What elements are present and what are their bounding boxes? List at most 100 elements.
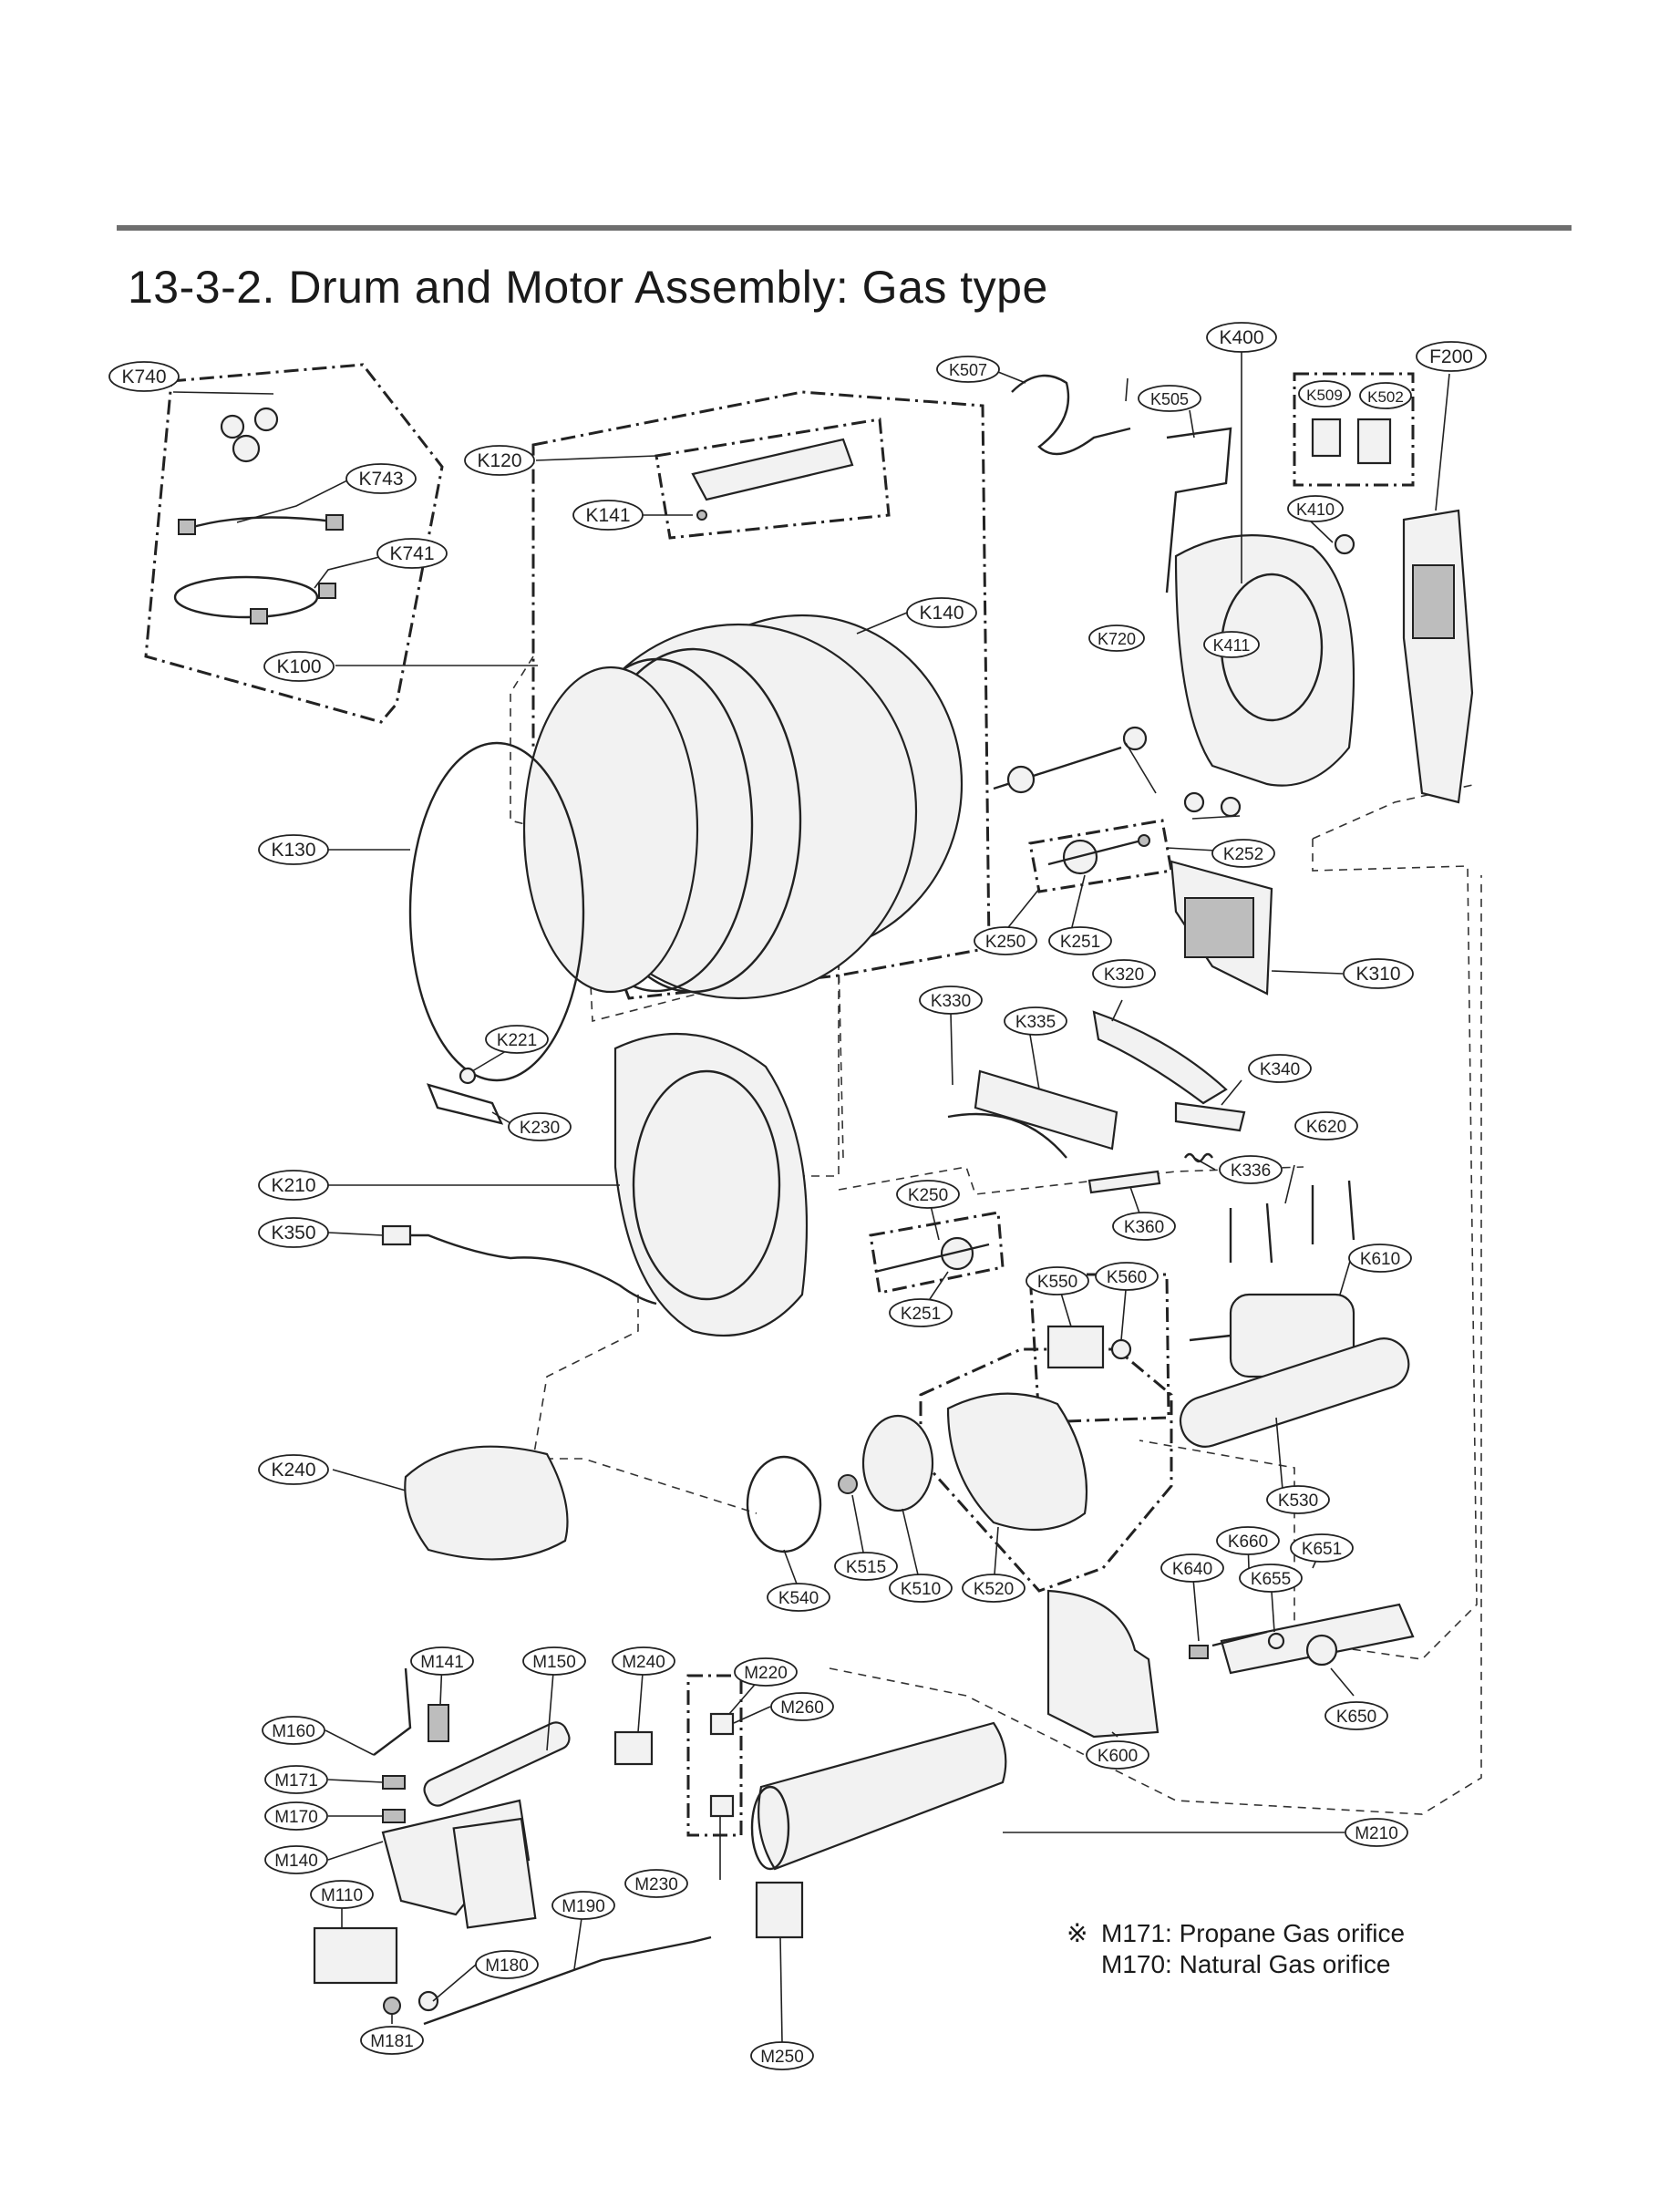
roller-washer-k252 — [1138, 834, 1150, 847]
label-K251b: K251 — [901, 1305, 941, 1324]
header-rule — [117, 225, 1572, 231]
label-K340: K340 — [1260, 1060, 1300, 1079]
roller-shaft-k250b — [874, 1243, 990, 1274]
front-bracket-opening — [632, 1069, 781, 1301]
bracket-m250 — [755, 1881, 804, 1939]
label-M230: M230 — [634, 1875, 678, 1894]
rear-roller-2 — [1122, 726, 1148, 751]
rear-bracket-part — [1174, 534, 1355, 787]
rod-k660 — [1211, 1630, 1268, 1647]
callout-M140: M140 — [264, 1845, 328, 1874]
callout-M110: M110 — [310, 1880, 374, 1909]
felt-k340 — [1174, 1101, 1246, 1132]
callout-K410: K410 — [1287, 495, 1344, 522]
note-propane: M171: Propane Gas orifice — [1101, 1919, 1406, 1947]
felt-k320 — [1092, 1010, 1228, 1105]
callout-K250a: K250 — [974, 926, 1037, 955]
label-M240: M240 — [622, 1653, 665, 1672]
callout-K743: K743 — [345, 463, 417, 494]
callout-K530: K530 — [1266, 1485, 1330, 1514]
roller-k251b — [940, 1236, 974, 1271]
callout-K650: K650 — [1324, 1701, 1388, 1730]
callout-K251a: K251 — [1048, 926, 1112, 955]
callout-K655: K655 — [1239, 1564, 1303, 1593]
drum-front-opening — [522, 666, 699, 994]
callout-M141: M141 — [410, 1646, 474, 1676]
label-M140: M140 — [274, 1852, 318, 1871]
harness-k350 — [392, 1233, 657, 1306]
label-K530: K530 — [1278, 1491, 1318, 1511]
callout-K660: K660 — [1216, 1526, 1280, 1555]
label-K515: K515 — [846, 1558, 886, 1577]
collar-k240 — [404, 1445, 569, 1561]
gasket-k540 — [746, 1455, 822, 1553]
combustion-chamber-mouth — [750, 1785, 790, 1871]
label-K560: K560 — [1107, 1268, 1147, 1287]
label-K400: K400 — [1219, 327, 1263, 348]
strip-k335 — [974, 1069, 1118, 1151]
label-K720: K720 — [1098, 630, 1136, 648]
coil-m181 — [383, 1997, 401, 2015]
pcb-k509 — [1311, 418, 1342, 458]
label-K502: K502 — [1367, 388, 1404, 406]
short-hose-part — [186, 516, 334, 531]
label-K505: K505 — [1150, 390, 1189, 408]
callout-K505: K505 — [1138, 385, 1201, 412]
label-K600: K600 — [1098, 1747, 1138, 1766]
label-K120: K120 — [477, 450, 521, 471]
callout-K221: K221 — [485, 1025, 549, 1054]
orifice-m171 — [382, 1775, 406, 1790]
label-M171: M171 — [274, 1771, 318, 1791]
label-M220: M220 — [744, 1664, 788, 1683]
dashed-path-7 — [829, 875, 1482, 1815]
wire-harness-k507 — [1011, 374, 1131, 456]
callout-K741: K741 — [376, 538, 448, 569]
label-K360: K360 — [1124, 1218, 1164, 1237]
base-bracket-k600 — [1046, 1589, 1160, 1739]
long-hose-fitting-bottom — [250, 608, 268, 624]
label-M150: M150 — [532, 1653, 576, 1672]
rear-roller-1 — [1006, 765, 1036, 794]
callout-K340: K340 — [1248, 1054, 1312, 1083]
callout-K330: K330 — [919, 986, 983, 1015]
label-K221: K221 — [497, 1031, 537, 1050]
bracket-k230 — [426, 1083, 504, 1125]
callout-K550: K550 — [1026, 1266, 1089, 1295]
note-line-1: ※M171: Propane Gas orifice — [1067, 1918, 1405, 1949]
sensor-m220 — [709, 1712, 735, 1736]
drum-belt-ring — [408, 741, 585, 1082]
callout-K120: K120 — [464, 445, 535, 476]
pulley-k651 — [1305, 1634, 1338, 1667]
callout-K252: K252 — [1211, 839, 1275, 868]
label-K240: K240 — [271, 1460, 315, 1481]
label-K100: K100 — [276, 656, 321, 677]
label-K740: K740 — [121, 366, 166, 387]
label-K410: K410 — [1296, 501, 1335, 519]
rear-cover-mesh — [1412, 564, 1455, 639]
rear-roller-4 — [1220, 796, 1242, 818]
switch-k640 — [1189, 1645, 1209, 1659]
callout-K502: K502 — [1359, 382, 1412, 409]
label-K251a: K251 — [1060, 933, 1100, 952]
label-M260: M260 — [780, 1698, 824, 1718]
callout-K251b: K251 — [889, 1298, 953, 1327]
fan-k510 — [861, 1414, 934, 1512]
callout-M220: M220 — [734, 1657, 798, 1687]
label-K610: K610 — [1360, 1250, 1400, 1269]
callout-K100: K100 — [263, 651, 335, 682]
bushing-k410 — [1334, 533, 1355, 555]
callout-M181: M181 — [360, 2026, 424, 2055]
sensor-m141 — [428, 1704, 449, 1742]
callout-K210: K210 — [258, 1170, 329, 1201]
lifter-outline — [654, 418, 891, 540]
callout-K240: K240 — [258, 1454, 329, 1485]
roller-shaft-k250a — [1047, 837, 1149, 866]
washer-k655 — [1267, 1632, 1285, 1650]
callout-K520: K520 — [962, 1574, 1026, 1603]
callout-K310: K310 — [1343, 958, 1414, 989]
callout-M210: M210 — [1345, 1818, 1408, 1847]
combustion-chamber-m210 — [758, 1721, 1007, 1871]
callout-M250: M250 — [750, 2041, 814, 2070]
orifice-m170 — [382, 1809, 406, 1823]
label-K230: K230 — [520, 1119, 560, 1138]
